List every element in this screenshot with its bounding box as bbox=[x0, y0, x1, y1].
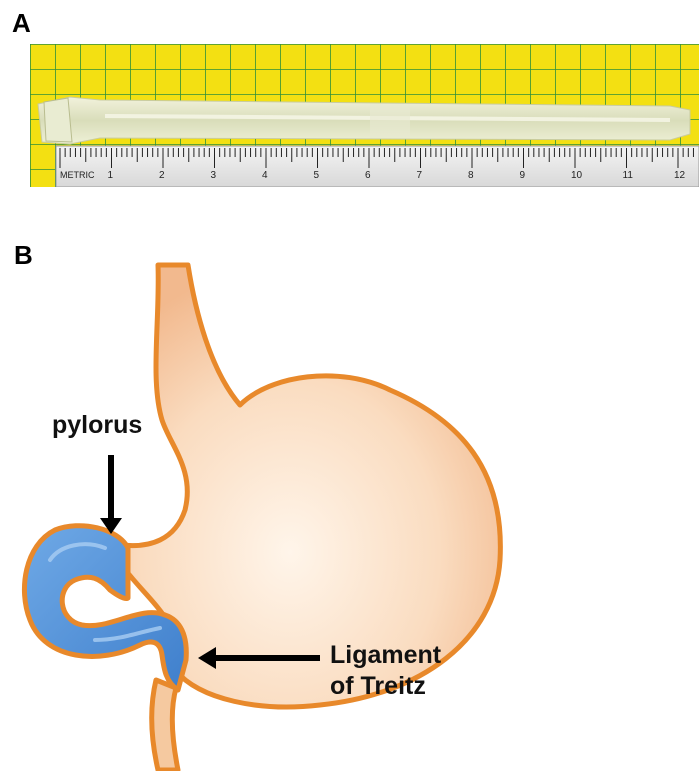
ruler-number: 7 bbox=[417, 170, 423, 181]
ruler-number: 9 bbox=[520, 170, 526, 181]
ruler-number: 5 bbox=[314, 170, 320, 181]
ruler-brand: METRIC bbox=[60, 170, 95, 180]
ruler-number: 3 bbox=[211, 170, 217, 181]
ruler-number: 11 bbox=[623, 170, 634, 181]
treitz-label-line2: of Treitz bbox=[330, 671, 441, 702]
treitz-label-line1: Ligament bbox=[330, 640, 441, 671]
ruler-number: 10 bbox=[571, 170, 583, 181]
ruler-number: 12 bbox=[674, 170, 686, 181]
pylorus-arrow bbox=[100, 455, 122, 534]
panel-label-a: A bbox=[12, 8, 31, 39]
ruler-number: 2 bbox=[159, 170, 165, 181]
ruler-number: 1 bbox=[108, 170, 114, 181]
pylorus-label: pylorus bbox=[52, 410, 142, 441]
jejunum bbox=[152, 680, 178, 770]
ruler-number: 8 bbox=[468, 170, 474, 181]
ruler-number: 6 bbox=[365, 170, 371, 181]
ruler-number: 4 bbox=[262, 170, 268, 181]
ligament-of-treitz-label: Ligament of Treitz bbox=[330, 640, 441, 702]
